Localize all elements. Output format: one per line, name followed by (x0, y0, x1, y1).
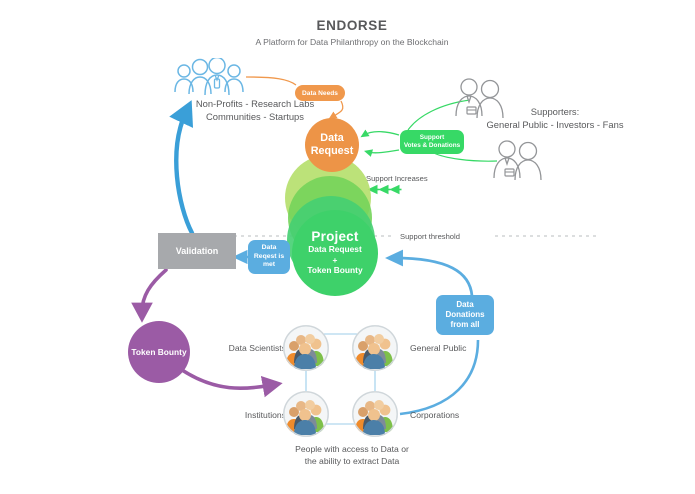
connector-validation-to-requesters (169, 100, 195, 236)
node-token-bounty[interactable]: Token Bounty (128, 321, 190, 383)
node-data-request[interactable]: Data Request (305, 118, 359, 172)
connector-support-to-request-lower (363, 149, 400, 157)
support-increases-label: Support Increases (366, 174, 428, 183)
provider-label-institutions: Institutions (244, 410, 286, 420)
support-threshold-label: Support threshold (400, 232, 460, 241)
provider-caption: People with access to Data or the abilit… (295, 444, 409, 466)
pill-support-votes-donations[interactable]: Support Votes & Donations (400, 130, 464, 154)
connector-bounty-to-providers (180, 368, 283, 398)
provider-photo-corporations[interactable] (352, 391, 398, 437)
provider-photo-general-public[interactable] (352, 325, 398, 371)
pill-data-request-met[interactable]: Data Reqest is met (248, 240, 290, 274)
supporters-label: Supporters: General Public - Investors -… (486, 106, 624, 130)
provider-photo-institutions[interactable] (283, 391, 329, 437)
node-project[interactable]: Project Data Request + Token Bounty (292, 210, 378, 296)
node-project-subtitle: Data Request + Token Bounty (307, 244, 363, 275)
node-project-title: Project (311, 228, 359, 244)
node-validation[interactable]: Validation (158, 233, 236, 269)
people-outline-gray-icon-top (452, 76, 510, 127)
pill-data-needs[interactable]: Data Needs (295, 85, 345, 101)
page-title: ENDORSE (316, 18, 388, 33)
people-outline-gray-icon-bottom (490, 138, 548, 189)
page-subtitle: A Platform for Data Philanthropy on the … (255, 37, 449, 47)
connector-supporters-bottom-to-pill (433, 152, 498, 162)
connector-needs-to-pill (245, 76, 297, 86)
provider-label-data-scientists: Data Scientists (228, 343, 286, 353)
connector-validation-to-bounty (131, 268, 168, 323)
provider-photo-data-scientists[interactable] (283, 325, 329, 371)
connector-donations-to-project (385, 249, 474, 297)
pill-data-donations-from-all[interactable]: Data Donations from all (436, 295, 494, 335)
provider-label-general-public: General Public (410, 343, 467, 353)
requesters-label: Non-Profits - Research Labs Communities … (195, 98, 315, 122)
provider-label-corporations: Corporations (410, 410, 460, 420)
diagram-title-block: ENDORSE A Platform for Data Philanthropy… (232, 18, 472, 49)
connector-support-to-request-upper (360, 129, 400, 138)
people-outline-blue-icon (172, 56, 246, 103)
